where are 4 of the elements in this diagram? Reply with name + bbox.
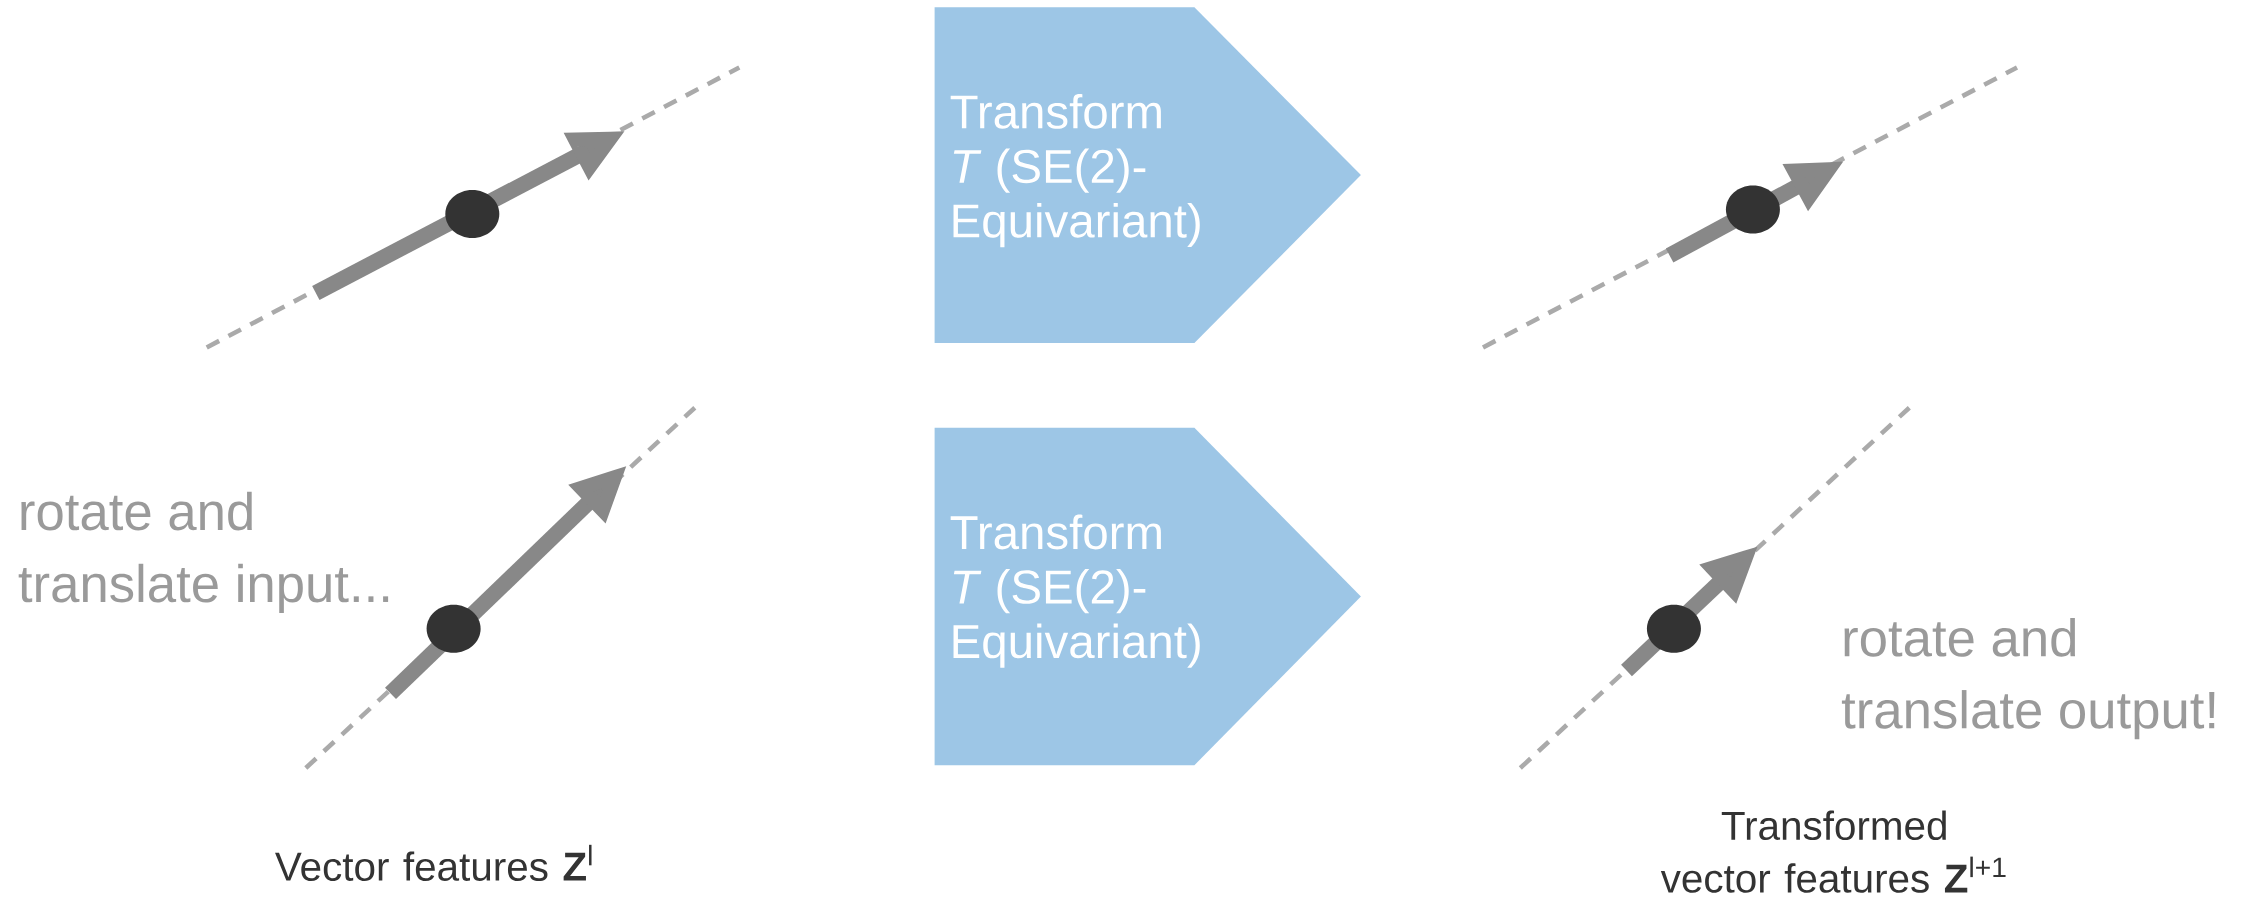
- caption-text: Vector features Z$^{l}$: [275, 844, 592, 881]
- caption-text: rotate and translate output!: [1841, 618, 2215, 740]
- caption-text: Transformed vector features Z$^{l+1}$: [1660, 810, 2006, 893]
- caption-text: rotate and translate input...: [18, 491, 389, 613]
